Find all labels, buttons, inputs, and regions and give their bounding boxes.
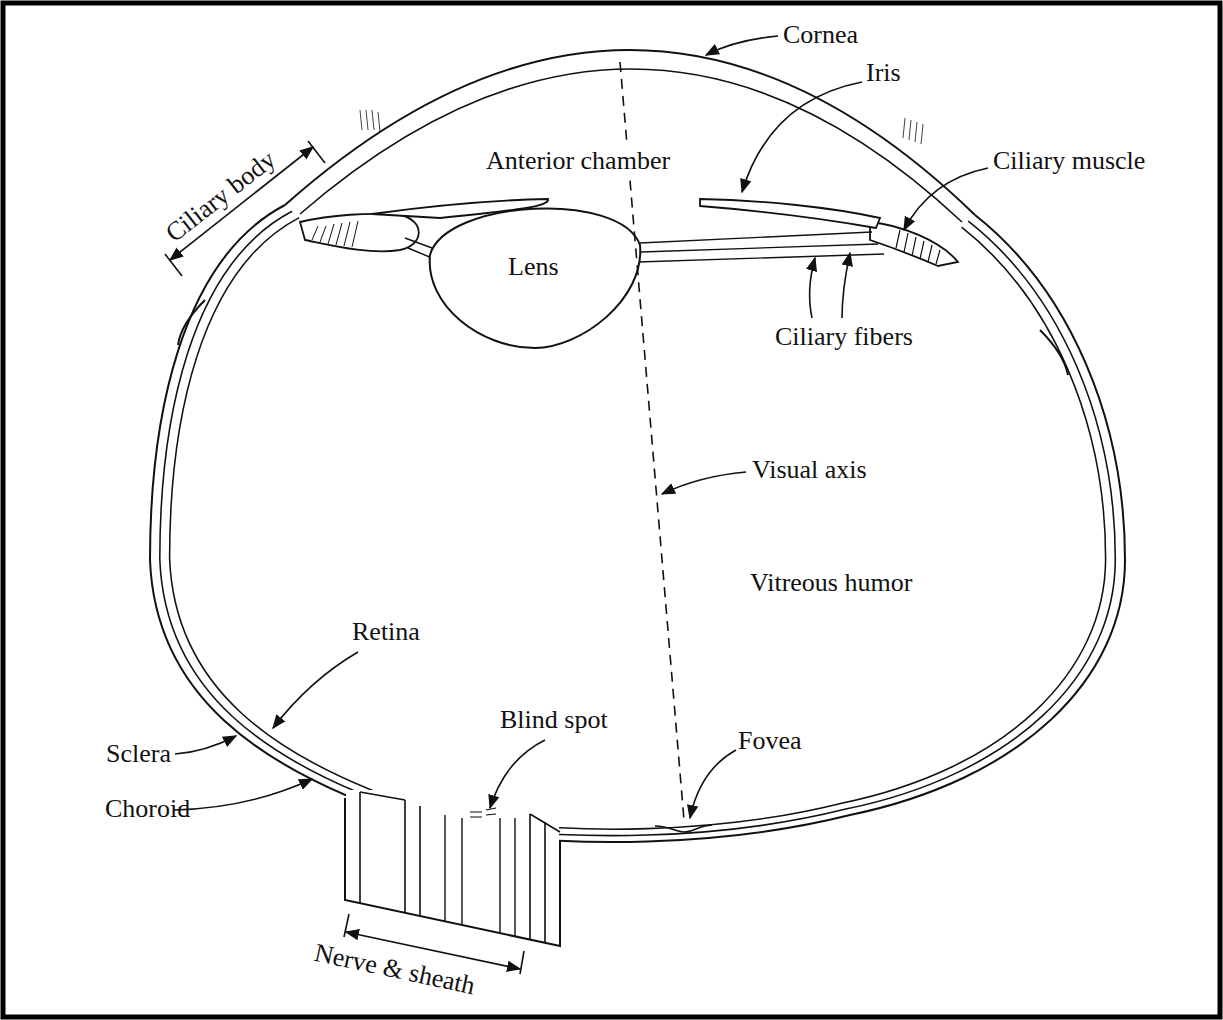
part-label: Retina (352, 617, 420, 647)
leader-line (810, 258, 815, 318)
leader-line (174, 779, 312, 810)
cornea-outer (285, 50, 975, 215)
leader-line (706, 36, 778, 55)
nerve-cover (346, 790, 559, 945)
part-label: Blind spot (500, 705, 608, 735)
leader-lines (174, 36, 988, 818)
part-label: Fovea (738, 726, 802, 756)
part-label: Vitreous humor (750, 568, 912, 598)
part-label: Anterior chamber (483, 146, 673, 176)
part-label: Iris (866, 58, 901, 88)
optic-nerve (345, 792, 560, 946)
part-label: Lens (508, 252, 559, 282)
leader-line (842, 253, 850, 318)
sclera-flap (1040, 330, 1068, 375)
part-label: Sclera (106, 739, 171, 769)
ciliary-muscle-hatch (896, 230, 940, 264)
leader-line (490, 740, 545, 808)
part-label: Ciliary fibers (775, 322, 913, 352)
part-label: Ciliary muscle (993, 146, 1145, 176)
part-label: Cornea (783, 20, 858, 50)
frame-border (3, 3, 1220, 1017)
part-label: Ciliary body (160, 145, 281, 249)
part-label: Nerve & sheath (312, 938, 478, 1001)
part-label: Visual axis (752, 455, 867, 485)
leader-line (904, 168, 988, 230)
leader-line (273, 652, 358, 728)
ciliary-body-left (300, 214, 419, 252)
part-label: Choroid (105, 794, 190, 824)
lens-shape (430, 208, 641, 348)
leader-line (742, 82, 862, 192)
fovea-pit (655, 825, 712, 832)
leader-line (662, 472, 746, 494)
sclera-flap (178, 300, 205, 345)
sclera-outline (150, 205, 1125, 842)
iris-right (700, 199, 880, 228)
retina-outline (170, 218, 1106, 830)
leader-line (175, 736, 236, 754)
leader-line (690, 750, 736, 818)
ciliary-muscle-shape (870, 222, 958, 266)
choroid-outline (160, 211, 1116, 835)
